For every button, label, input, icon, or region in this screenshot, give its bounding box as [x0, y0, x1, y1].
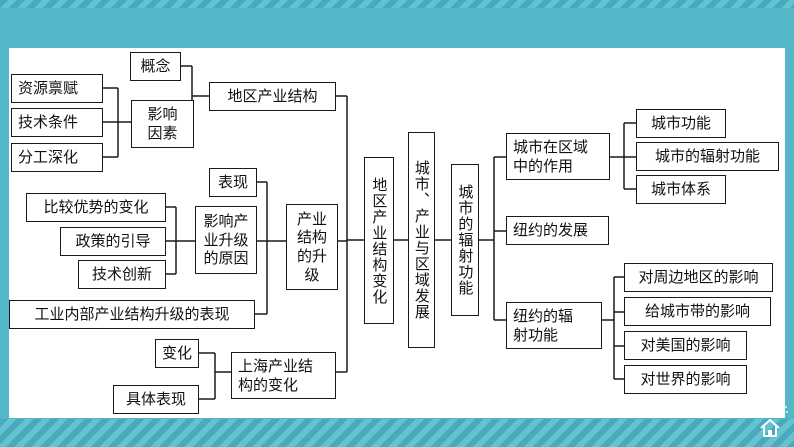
node-diqu-jiegou: 地区产业结构 — [209, 82, 336, 111]
node-diqu-bianhua: 地区产业结构变化 — [364, 157, 394, 324]
node-ziyuan: 资源禀赋 — [11, 74, 103, 103]
node-bijiao: 比较优势的变化 — [26, 193, 166, 222]
bottom-stripe — [0, 419, 794, 447]
node-chengshi-dai: 给城市带的影响 — [624, 297, 771, 326]
node-meiguo: 对美国的影响 — [624, 331, 747, 360]
node-bianhua: 变化 — [155, 339, 199, 368]
node-shanghai: 上海产业结 构的变化 — [231, 352, 336, 399]
node-gongneng: 城市功能 — [636, 109, 726, 138]
node-biaoxian: 表现 — [209, 168, 257, 197]
node-root: 城市、产业与区域发展 — [408, 132, 435, 348]
node-fengong: 分工深化 — [11, 143, 103, 172]
home-icon[interactable] — [758, 416, 782, 440]
node-jishu-tiaojian: 技术条件 — [11, 108, 103, 137]
node-gainian: 概念 — [130, 52, 181, 81]
node-yingxiang-yinsu: 影响 因素 — [131, 100, 194, 148]
corner-dots-icon — [777, 400, 788, 413]
node-zhengce: 政策的引导 — [60, 227, 166, 256]
node-shengji: 产业 结构 的升 级 — [286, 204, 338, 290]
node-juti: 具体表现 — [113, 385, 199, 414]
node-shijie: 对世界的影响 — [624, 365, 747, 394]
node-yuanyin: 影响产 业升级 的原因 — [195, 206, 257, 274]
node-fushe-gongneng: 城市的辐射功能 — [636, 142, 779, 171]
node-tixi: 城市体系 — [636, 175, 726, 204]
node-niuyue-fushe: 纽约的辐 射功能 — [506, 302, 602, 349]
top-stripe — [0, 0, 794, 8]
node-niuyue-fazhan: 纽约的发展 — [506, 216, 609, 245]
node-zhoubian: 对周边地区的影响 — [624, 263, 773, 292]
node-zuoyong: 城市在区域 中的作用 — [506, 133, 610, 180]
node-jishu-chuangxin: 技术创新 — [78, 260, 166, 289]
node-fushe: 城市的辐射功能 — [451, 164, 479, 316]
node-gongye: 工业内部产业结构升级的表现 — [9, 300, 255, 329]
